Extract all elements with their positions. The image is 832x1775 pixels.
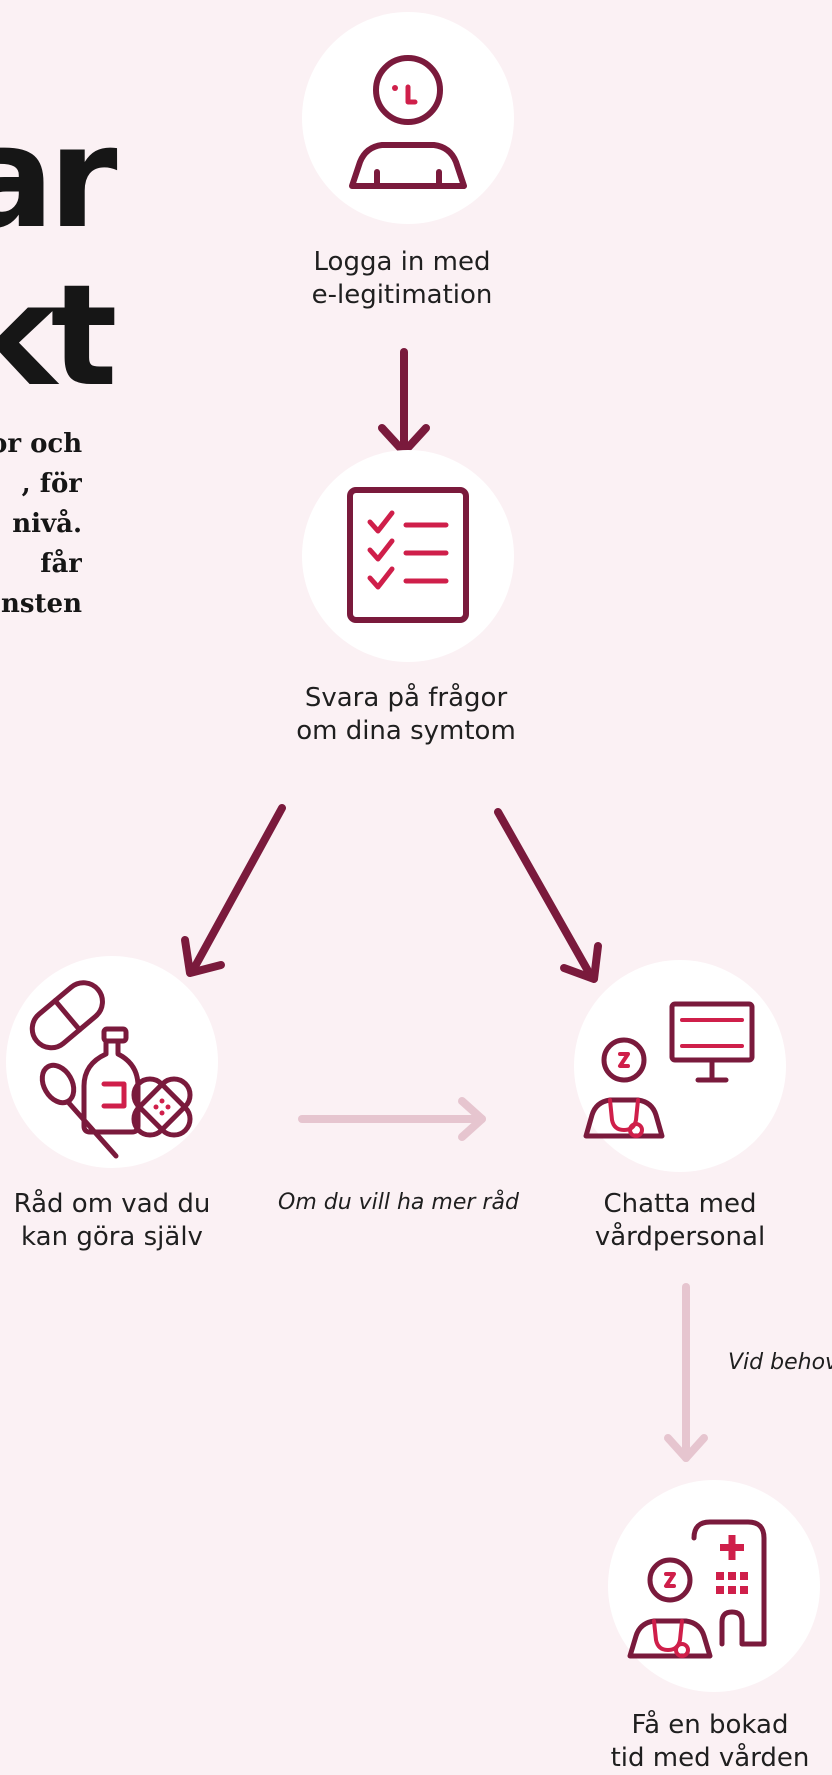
doctor-hospital-icon [627,1519,767,1659]
arrow-login-to-questions [378,348,430,456]
checklist-icon [347,487,469,623]
step-chat-line2: vårdpersonal [594,1222,766,1252]
step-booking-circle [608,1480,820,1692]
step-self-care-line1: Råd om vad du [13,1189,211,1219]
person-icon [349,55,467,189]
note-if-needed: Vid behov [728,1350,832,1375]
step-self-care-line2: kan göra själv [21,1222,203,1252]
step-login-line1: Logga in med [313,247,491,277]
step-booking-line2: tid med vården [610,1743,810,1773]
step-chat-line1: Chatta med [603,1189,757,1219]
arrow-self-care-to-chat [298,1097,486,1141]
hero-body-line: nsten [1,589,82,619]
hero-body-line: får [40,549,82,579]
step-login-line2: e-legitimation [311,280,493,310]
step-self-care-label: Råd om vad du kan göra själv [0,1188,232,1254]
doctor-computer-icon [583,1001,755,1139]
step-booking-label: Få en bokad tid med vården [590,1709,830,1775]
step-chat-circle [574,960,786,1172]
step-questions-circle [302,450,514,662]
step-questions-line2: om dina symtom [296,716,516,746]
hero-title: ar kt [0,97,117,418]
hero-title-line: ar [0,97,117,260]
arrow-questions-to-chat [494,808,602,983]
step-booking-line1: Få en bokad [631,1710,789,1740]
hero-body-line: or och [0,429,82,459]
step-chat-label: Chatta med vårdpersonal [560,1188,800,1254]
arrow-questions-to-self-care [181,804,286,977]
step-login-label: Logga in med e-legitimation [282,246,522,312]
hero-body-line: , för [21,469,82,499]
hero-body-line: nivå. [12,509,82,539]
medicine-icon [29,980,193,1159]
step-questions-label: Svara på frågor om dina symtom [286,682,526,748]
note-more-advice: Om du vill ha mer råd [278,1190,519,1215]
hero-body: or och , för nivå. får nsten [0,424,82,624]
step-login-circle [302,12,514,224]
arrow-chat-to-booking [664,1283,708,1462]
step-self-care-circle [6,956,218,1168]
hero-title-line: kt [0,255,117,418]
step-questions-line1: Svara på frågor [304,683,508,713]
